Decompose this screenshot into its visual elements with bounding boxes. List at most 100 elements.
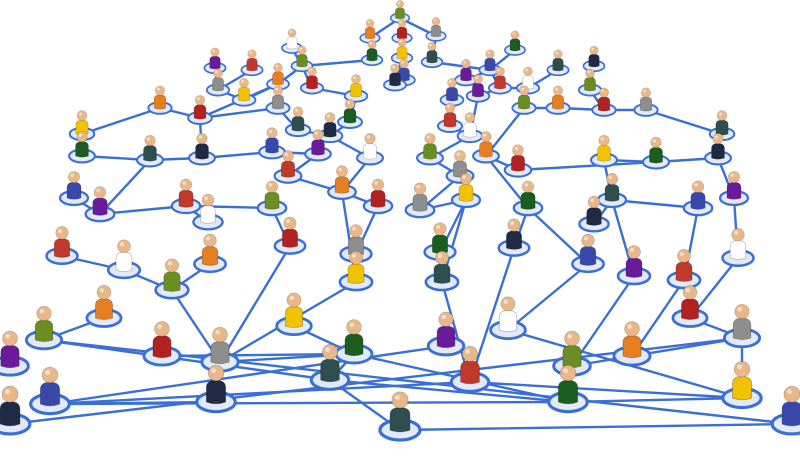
figure-body — [458, 183, 474, 202]
figure-head — [485, 49, 495, 59]
figure-head — [1, 385, 19, 403]
figure-body — [431, 234, 449, 254]
figure-body — [306, 75, 318, 90]
person-node — [721, 361, 763, 410]
person-node — [436, 102, 464, 134]
figure-head — [93, 186, 107, 199]
person-node — [68, 131, 96, 164]
figure-head — [179, 178, 193, 191]
figure-head — [459, 172, 473, 185]
network-link — [468, 380, 744, 400]
figure-body — [639, 96, 653, 112]
person-node — [334, 319, 374, 365]
person-node — [343, 74, 369, 103]
figure-head — [155, 85, 165, 96]
figure-body — [209, 55, 221, 70]
person-node — [389, 0, 411, 24]
figure-head — [731, 228, 745, 242]
person-node — [273, 216, 307, 255]
figure-head — [519, 85, 529, 96]
person-node — [449, 345, 491, 393]
figure-body — [178, 189, 194, 208]
figure-head — [553, 85, 563, 96]
figure-body — [0, 401, 21, 427]
figure-body — [320, 358, 340, 383]
figure-head — [399, 59, 409, 69]
figure-body — [343, 108, 357, 124]
figure-body — [681, 298, 699, 321]
figure-head — [521, 180, 535, 193]
figure-head — [438, 311, 454, 327]
figure-head — [599, 87, 609, 98]
figure-body — [265, 137, 279, 154]
person-node — [390, 38, 414, 64]
figure-body — [412, 193, 428, 212]
figure-head — [196, 133, 208, 145]
figure-body — [522, 75, 534, 90]
person-node — [682, 180, 714, 217]
figure-body — [334, 176, 350, 194]
person-node — [425, 17, 447, 42]
figure-body — [75, 141, 89, 158]
figure-head — [117, 239, 131, 254]
person-node — [472, 131, 500, 164]
network-link — [516, 160, 658, 172]
person-node — [426, 311, 466, 357]
network-link — [48, 344, 448, 406]
person-node — [142, 321, 182, 367]
person-node — [456, 112, 484, 144]
person-node — [240, 49, 264, 77]
figure-head — [431, 17, 441, 26]
figure-body — [212, 77, 224, 92]
figure-head — [454, 150, 466, 162]
figure-head — [307, 66, 317, 77]
figure-body — [34, 319, 54, 343]
figure-body — [286, 36, 298, 50]
figure-head — [364, 133, 376, 145]
person-node — [188, 133, 216, 166]
figure-body — [398, 67, 410, 82]
person-node — [378, 391, 422, 442]
figure-body — [460, 360, 480, 385]
person-node — [266, 62, 290, 91]
figure-head — [41, 366, 59, 384]
figure-head — [510, 30, 520, 40]
figure-body — [604, 183, 620, 202]
network-link — [80, 106, 162, 136]
network-link — [300, 58, 374, 68]
figure-body — [731, 375, 753, 401]
figure-body — [584, 77, 596, 92]
figure-body — [291, 115, 305, 132]
network-link — [42, 338, 332, 382]
figure-head — [312, 129, 324, 141]
figure-body — [726, 181, 742, 200]
figure-body — [446, 86, 458, 102]
figure-body — [311, 139, 325, 156]
person-node — [722, 304, 762, 349]
figure-head — [266, 127, 278, 139]
person-node — [488, 66, 512, 95]
figure-body — [323, 121, 337, 138]
figure-head — [512, 144, 524, 156]
figure-head — [346, 319, 362, 335]
figure-body — [675, 261, 693, 282]
network-link — [48, 400, 570, 406]
person-node — [383, 63, 407, 92]
figure-head — [427, 41, 437, 51]
figure-body — [210, 341, 230, 365]
figure-head — [349, 250, 363, 265]
figure-head — [2, 330, 18, 347]
figure-head — [207, 364, 225, 382]
person-node — [258, 127, 286, 160]
person-node — [135, 134, 165, 168]
figure-body — [484, 57, 496, 72]
person-node — [273, 150, 303, 184]
figure-head — [203, 233, 217, 248]
figure-head — [273, 85, 283, 96]
figure-head — [712, 133, 724, 145]
figure-head — [677, 248, 691, 263]
person-node — [718, 171, 750, 207]
figure-body — [344, 333, 364, 357]
person-node — [497, 218, 531, 257]
figure-head — [624, 321, 640, 337]
